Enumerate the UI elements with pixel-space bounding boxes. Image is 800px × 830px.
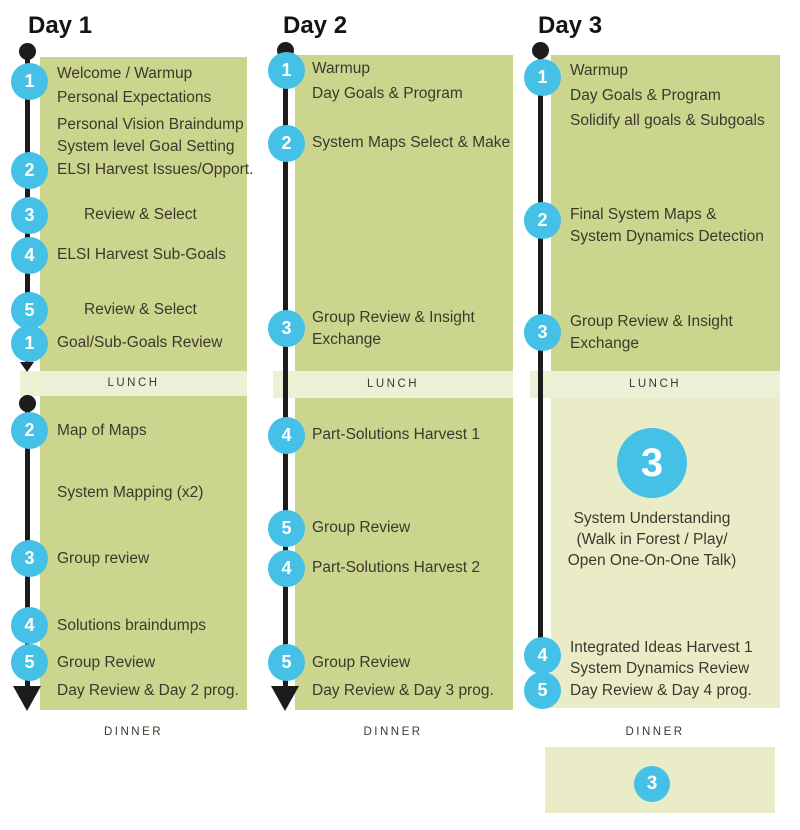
item-line: Day Goals & Program	[570, 87, 721, 104]
day1-node-4: 4	[11, 237, 48, 274]
day3-timeline-start-dot	[532, 42, 549, 59]
day1-node-1: 1	[11, 63, 48, 100]
day1-item-text: Solutions braindumps	[57, 617, 207, 634]
day3-item-text: Final System Maps & System Dynamics Dete…	[570, 204, 764, 248]
item-line: Personal Expectations	[57, 89, 212, 106]
item-line: Exchange	[312, 331, 381, 348]
item-line: Day Goals & Program	[312, 85, 463, 102]
day2-morning-panel	[295, 55, 513, 371]
day1-item-text: ELSI Harvest Issues/Opport.	[57, 161, 254, 178]
day2-node-1: 1	[268, 52, 305, 89]
day3-big-node-3: 3	[617, 428, 687, 498]
day1-item-text: Group review	[57, 550, 150, 567]
day1-end-arrow-icon	[13, 686, 41, 711]
day1-node-4b: 4	[11, 607, 48, 644]
day1-item-text: Review & Select	[84, 301, 197, 318]
day1-node-1b: 1	[11, 325, 48, 362]
item-line: Group Review & Insight	[570, 313, 733, 330]
day2-item-text: Warmup Day Goals & Program	[312, 56, 463, 106]
day2-item-text: Group Review	[312, 654, 411, 671]
day2-node-5: 5	[268, 510, 305, 547]
day3-item-text: Integrated Ideas Harvest 1 System Dynami…	[570, 637, 753, 679]
day1-item-text: Map of Maps	[57, 422, 147, 439]
item-line: Open One-On-One Talk)	[567, 552, 737, 569]
day3-title: Day 3	[538, 12, 603, 39]
item-line: System Dynamics Review	[570, 660, 750, 677]
day2-item-text: Day Review & Day 3 prog.	[312, 682, 494, 699]
day2-node-4b: 4	[268, 550, 305, 587]
day2-lunch-label: LUNCH	[366, 378, 420, 390]
day1-item-text: Group Review	[57, 654, 156, 671]
day1-node-3b: 3	[11, 540, 48, 577]
day1-node-2b: 2	[11, 412, 48, 449]
day2-afternoon-panel	[295, 398, 513, 710]
day1-lunch-band: LUNCH	[20, 371, 247, 396]
day1-lunch-arrow-icon	[20, 362, 34, 372]
item-line: System Dynamics Detection	[570, 228, 764, 245]
item-line: Warmup	[312, 60, 370, 77]
day3-node-4: 4	[524, 637, 561, 674]
day2-timeline	[283, 51, 288, 686]
day1-item-text: Welcome / Warmup Personal Expectations	[57, 62, 211, 110]
item-line: Integrated Ideas Harvest 1	[570, 639, 753, 656]
day3-node-3: 3	[524, 314, 561, 351]
day1-node-5b: 5	[11, 644, 48, 681]
day1-item-text: Goal/Sub-Goals Review	[57, 334, 223, 351]
day3-morning-panel	[551, 55, 780, 371]
item-line: Welcome / Warmup	[57, 65, 193, 82]
day3-lunch-label: LUNCH	[628, 378, 682, 390]
item-line: Final System Maps &	[570, 206, 717, 223]
day3-node-1: 1	[524, 59, 561, 96]
item-line: Personal Vision Braindump	[57, 116, 244, 133]
day1-item-text: Review & Select	[84, 206, 197, 223]
day2-node-4: 4	[268, 417, 305, 454]
item-line: System Understanding	[573, 510, 731, 527]
day2-title: Day 2	[283, 12, 348, 39]
day3-item-text: Day Review & Day 4 prog.	[570, 682, 752, 699]
day2-lunch-band: LUNCH	[273, 371, 513, 398]
day3-item-text: Warmup Day Goals & Program Solidify all …	[570, 58, 765, 133]
day1-node-3: 3	[11, 197, 48, 234]
day2-item-text: Group Review	[312, 519, 411, 536]
day1-item-text: ELSI Harvest Sub-Goals	[57, 246, 226, 263]
day2-item-text: System Maps Select & Make	[312, 134, 511, 151]
item-line: Solidify all goals & Subgoals	[570, 112, 765, 129]
day1-dinner-label: DINNER	[103, 726, 164, 738]
day1-title: Day 1	[28, 12, 93, 39]
day2-node-3: 3	[268, 310, 305, 347]
day3-lunch-band: LUNCH	[530, 371, 780, 398]
day1-lunch-label: LUNCH	[107, 377, 160, 389]
day2-item-text: Group Review & Insight Exchange	[312, 307, 475, 351]
day1-afternoon-panel	[40, 396, 247, 710]
day3-timeline	[538, 51, 543, 707]
day1-node-5: 5	[11, 292, 48, 329]
day2-node-5b: 5	[268, 644, 305, 681]
item-line: (Walk in Forest / Play/	[576, 531, 728, 548]
item-line: System level Goal Setting	[57, 138, 235, 155]
day1-timeline-start-dot	[19, 43, 36, 60]
item-line: Exchange	[570, 335, 639, 352]
day3-item-text: Group Review & Insight Exchange	[570, 311, 733, 355]
day2-item-text: Part-Solutions Harvest 2	[312, 559, 480, 576]
day1-item-text: System Mapping (x2)	[57, 484, 204, 501]
day1-morning-panel	[40, 57, 247, 371]
item-line: Group Review & Insight	[312, 309, 475, 326]
day3-dinner-label: DINNER	[625, 726, 685, 738]
day2-end-arrow-icon	[271, 686, 299, 711]
day3-evening-node-3: 3	[634, 766, 670, 802]
day3-node-2: 2	[524, 202, 561, 239]
day2-dinner-label: DINNER	[363, 726, 423, 738]
item-line: Warmup	[570, 62, 628, 79]
day1-item-text: Day Review & Day 2 prog.	[57, 682, 239, 699]
day3-free-block-text: System Understanding (Walk in Forest / P…	[540, 508, 764, 571]
day2-item-text: Part-Solutions Harvest 1	[312, 426, 480, 443]
day1-item-text: Personal Vision Braindump System level G…	[57, 114, 244, 158]
day2-node-2: 2	[268, 125, 305, 162]
day3-node-5: 5	[524, 672, 561, 709]
day1-node-2: 2	[11, 152, 48, 189]
